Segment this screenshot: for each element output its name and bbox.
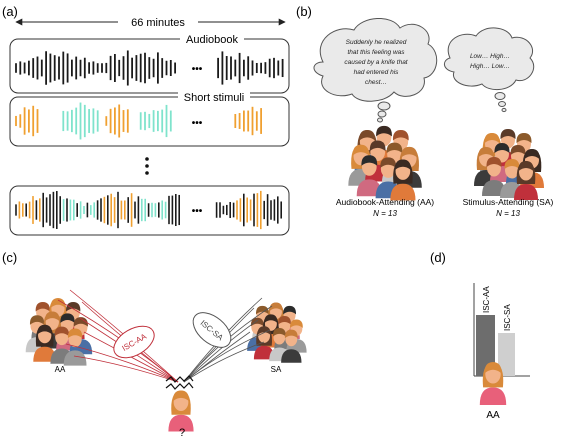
group-aa-label: AA (55, 365, 66, 374)
combined-ellipsis: ••• (192, 206, 203, 217)
unknown-label: ? (179, 427, 185, 439)
short-stimuli-waveform (15, 102, 263, 140)
isc-sa-line (183, 341, 265, 383)
person-icon (63, 328, 87, 366)
person-icon (479, 362, 507, 405)
person-icon (390, 159, 416, 201)
isc-aa-line (65, 343, 179, 383)
thought-text-line: had entered his (354, 69, 400, 76)
thought-text-line: that this feeling was (347, 49, 405, 56)
duration-label: 66 minutes (131, 17, 185, 29)
isc-sa-line (183, 329, 271, 383)
thought-cloud-aa: Suddenly he realized that this feeling wa… (313, 18, 438, 123)
thought-cloud-sa: Low… High… High… Low… (444, 27, 535, 113)
panel-d: (d) ISC-AA ISC-SA AA (430, 250, 530, 421)
thought-text-line: Low… High… (470, 53, 510, 60)
group-sa-label: SA (271, 365, 282, 374)
crowd-aa-illustration (348, 125, 422, 201)
combined-waveform (15, 190, 283, 230)
isc-aa-line (73, 355, 179, 383)
bar-isc-aa-label: ISC-AA (482, 286, 491, 313)
brain-noise-squiggle (165, 375, 194, 390)
isc-sa-line (183, 319, 259, 383)
isc-sa-ellipse (192, 312, 232, 348)
person-icon (168, 390, 194, 432)
panel-b: (b) Suddenly he realized that this feelin… (296, 4, 554, 218)
panel-b-label: (b) (296, 4, 312, 19)
subject-label: AA (486, 410, 500, 421)
audiobook-waveform (15, 50, 284, 86)
bar-isc-sa-label: ISC-SA (503, 304, 512, 331)
person-icon (281, 329, 302, 363)
panel-c: (c) ISC-AA ISC-SA AA SA ? (2, 250, 307, 439)
thought-text-line: Suddenly he realized (346, 39, 407, 46)
crowd-aa-small (25, 298, 93, 366)
panel-a-label: (a) (2, 4, 18, 19)
subject-person (479, 362, 507, 405)
person-icon (482, 157, 506, 196)
person-icon (514, 161, 538, 200)
panel-c-label: (c) (2, 250, 17, 265)
short-stimuli-title-bg (178, 90, 250, 104)
short-stimuli-title: Short stimuli (184, 92, 245, 104)
vertical-dot (145, 164, 149, 168)
group-aa-name: Audiobook-Attending (AA) (336, 197, 434, 207)
group-sa-n: N = 13 (496, 209, 520, 218)
person-icon (356, 155, 382, 197)
vertical-dot (145, 171, 149, 175)
audiobook-ellipsis: ••• (192, 64, 203, 75)
group-sa-name: Stimulus-Attending (SA) (463, 197, 554, 207)
crowd-sa-small (247, 302, 307, 363)
short-stimuli-ellipsis: ••• (192, 118, 203, 129)
audiobook-title: Audiobook (186, 34, 238, 46)
isc-aa-line (69, 289, 179, 383)
group-aa-n: N = 13 (373, 209, 397, 218)
thought-text-line: caused by a knife that (344, 59, 408, 66)
panel-a: (a) 66 minutes Audiobook ••• Short stimu… (2, 4, 290, 236)
vertical-dot (145, 157, 149, 161)
isc-aa-ellipse (113, 325, 155, 359)
bar-isc-sa (498, 333, 515, 376)
panel-d-label: (d) (430, 250, 446, 265)
target-person (168, 390, 194, 432)
bar-isc-aa (476, 315, 495, 376)
thought-text-line: chest… (365, 79, 387, 86)
combined-box (9, 185, 290, 236)
crowd-sa-illustration (474, 129, 544, 200)
duration-label-bg (118, 15, 198, 29)
audiobook-title-bg (180, 32, 244, 46)
thought-text-line: High… Low… (470, 63, 510, 70)
person-icon (33, 324, 57, 362)
